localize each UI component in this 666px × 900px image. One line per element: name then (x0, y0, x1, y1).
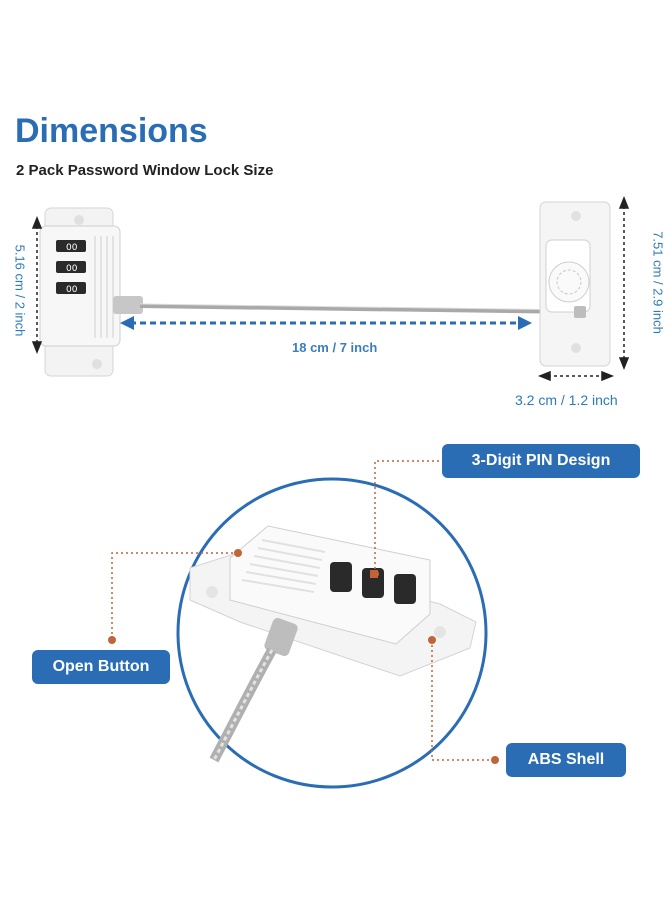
pin-design-callout: 3-Digit PIN Design (442, 444, 640, 478)
leader-open-button (111, 552, 238, 640)
steel-cable (139, 304, 579, 314)
dim-arrow-right-vertical (618, 195, 630, 371)
svg-text:00: 00 (66, 243, 78, 253)
dim-arrow-cable (120, 316, 532, 330)
height-mount-label: 7.51 cm / 2.9 inch (650, 231, 666, 334)
open-button-callout: Open Button (32, 650, 170, 684)
dim-arrow-left-vertical (31, 215, 43, 355)
leader-pin (374, 460, 440, 574)
svg-text:00: 00 (66, 285, 78, 295)
height-lock-label: 5.16 cm / 2 inch (12, 244, 28, 337)
mount-width-label: 3.2 cm / 1.2 inch (515, 392, 618, 408)
dim-arrow-bottom (537, 370, 615, 382)
lock-body-left: 00 00 00 (39, 207, 143, 377)
page-subtitle: 2 Pack Password Window Lock Size (16, 162, 274, 179)
mount-plate-right (539, 201, 611, 367)
leader-abs-shell (431, 640, 495, 761)
page-title: Dimensions (15, 112, 208, 150)
cable-length-label: 18 cm / 7 inch (292, 340, 378, 355)
svg-text:00: 00 (66, 264, 78, 274)
abs-shell-callout: ABS Shell (506, 743, 626, 777)
lock-closeup (189, 525, 477, 763)
